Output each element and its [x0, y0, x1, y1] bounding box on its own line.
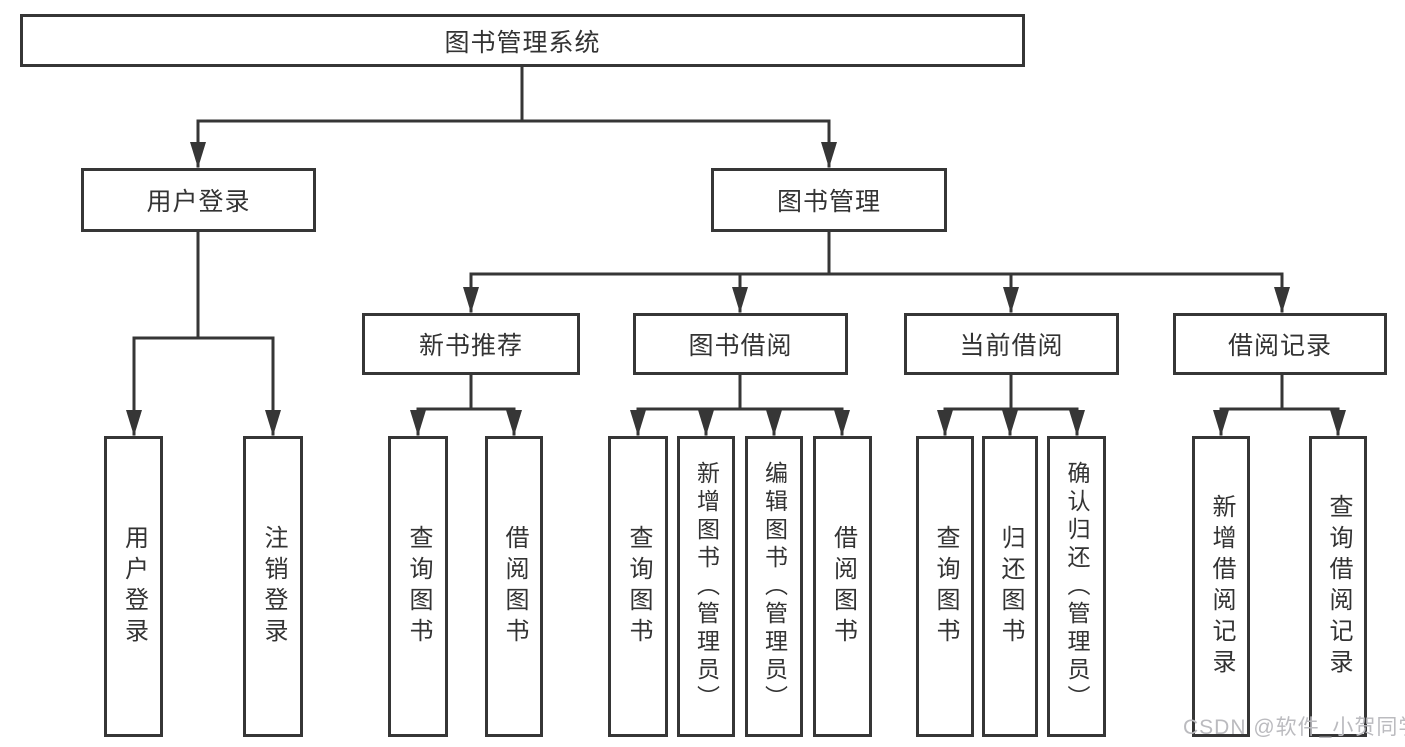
leaf-br-query-record-label: 查询借阅记录	[1325, 493, 1352, 680]
leaf-cb-query-book: 查询图书	[916, 436, 974, 737]
node-new-book-recommend-label: 新书推荐	[418, 332, 523, 360]
node-current-borrow-label: 当前借阅	[959, 332, 1064, 360]
leaf-cb-query-book-label: 查询图书	[932, 524, 959, 649]
leaf-br-query-record: 查询借阅记录	[1309, 436, 1367, 737]
node-root: 图书管理系统	[20, 14, 1025, 67]
leaf-user-login-label: 用户登录	[120, 524, 148, 649]
leaf-bb-query-book: 查询图书	[608, 436, 668, 737]
leaf-logout-label: 注销登录	[260, 524, 287, 649]
node-book-borrow-label: 图书借阅	[688, 332, 793, 360]
leaf-bb-query-book-label: 查询图书	[625, 524, 652, 649]
node-user-login: 用户登录	[81, 168, 316, 232]
leaf-bb-edit-book-admin-label: 编辑图书（管理员）	[761, 460, 788, 713]
leaf-bb-borrow-book: 借阅图书	[813, 436, 872, 737]
leaf-logout: 注销登录	[243, 436, 303, 737]
leaf-bb-add-book-admin-label: 新增图书（管理员）	[693, 460, 720, 713]
node-borrow-record: 借阅记录	[1173, 313, 1387, 375]
node-book-borrow: 图书借阅	[633, 313, 848, 375]
leaf-nb-query-book-label: 查询图书	[405, 524, 432, 649]
leaf-nb-borrow-book-label: 借阅图书	[501, 524, 528, 649]
arrowhead-icons	[126, 142, 1346, 436]
leaf-bb-add-book-admin: 新增图书（管理员）	[677, 436, 735, 737]
node-book-management-label: 图书管理	[776, 188, 881, 216]
leaf-cb-return-book: 归还图书	[982, 436, 1038, 737]
leaf-nb-borrow-book: 借阅图书	[485, 436, 543, 737]
node-root-label: 图书管理系统	[444, 28, 601, 57]
leaf-user-login: 用户登录	[104, 436, 163, 737]
node-current-borrow: 当前借阅	[904, 313, 1119, 375]
leaf-nb-query-book: 查询图书	[388, 436, 448, 737]
leaf-bb-borrow-book-label: 借阅图书	[829, 524, 857, 649]
node-new-book-recommend: 新书推荐	[362, 313, 580, 375]
leaf-br-add-record-label: 新增借阅记录	[1208, 493, 1235, 680]
leaf-bb-edit-book-admin: 编辑图书（管理员）	[745, 436, 803, 737]
node-user-login-label: 用户登录	[146, 188, 251, 216]
leaf-br-add-record: 新增借阅记录	[1192, 436, 1250, 737]
node-borrow-record-label: 借阅记录	[1227, 332, 1332, 360]
leaf-cb-confirm-return-admin: 确认归还（管理员）	[1047, 436, 1106, 737]
csdn-watermark: CSDN @软件_小贺同学	[1183, 716, 1405, 739]
leaf-cb-confirm-return-admin-label: 确认归还（管理员）	[1064, 460, 1090, 713]
leaf-cb-return-book-label: 归还图书	[997, 524, 1024, 649]
node-book-management: 图书管理	[711, 168, 947, 232]
